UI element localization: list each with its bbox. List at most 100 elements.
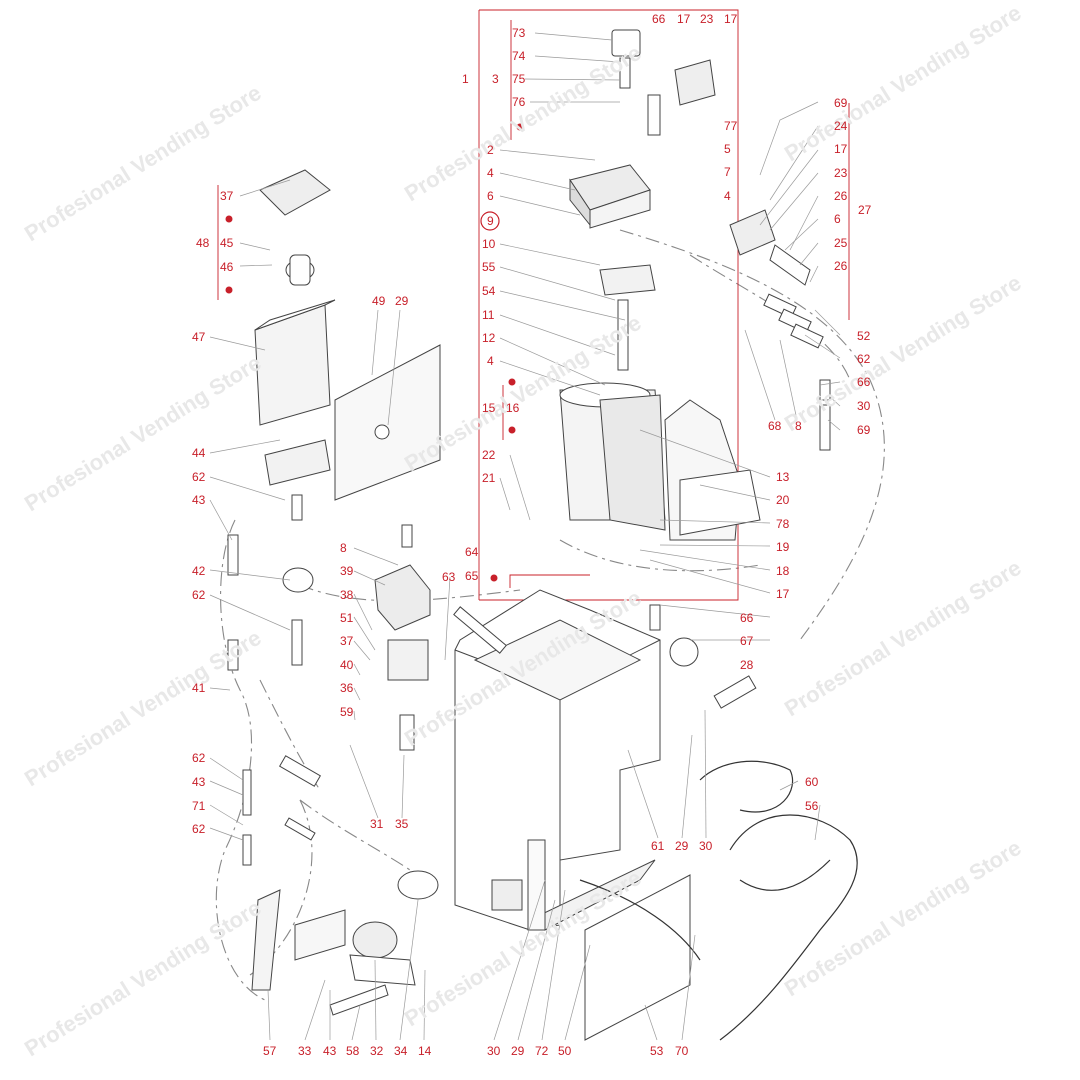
part-label: 29 — [395, 294, 409, 308]
part-label: 50 — [558, 1044, 572, 1058]
lower-pump — [251, 870, 439, 1016]
part-label: 18 — [776, 564, 790, 578]
part-label: 26 — [834, 189, 848, 203]
part-label: 78 — [776, 517, 790, 531]
mounting-plate — [334, 344, 441, 501]
part-label: 27 — [858, 203, 872, 217]
part-label: 77 — [724, 119, 738, 133]
wiring-harness — [579, 760, 858, 1041]
part-label: 22 — [482, 448, 496, 462]
part-label: 23 — [700, 12, 714, 26]
part-label: 71 — [192, 799, 206, 813]
part-label: 54 — [482, 284, 496, 298]
part-label: 57 — [263, 1044, 277, 1058]
part-label: 69 — [857, 423, 871, 437]
part-label: 62 — [857, 352, 871, 366]
part-label: 4 — [487, 166, 494, 180]
part-label: 48 — [196, 236, 210, 250]
part-label: 68 — [768, 419, 782, 433]
part-label: 36 — [340, 681, 354, 695]
leader-lines — [209, 32, 841, 1041]
pump-assembly — [227, 494, 431, 751]
part-label: 4 — [724, 189, 731, 203]
part-label: 63 — [442, 570, 456, 584]
part-label: 56 — [805, 799, 819, 813]
part-label: 46 — [220, 260, 234, 274]
part-label: 41 — [192, 681, 206, 695]
part-label: 76 — [512, 95, 526, 109]
part-label: 10 — [482, 237, 496, 251]
part-label: 47 — [192, 330, 206, 344]
part-label: 53 — [650, 1044, 664, 1058]
part-label: 64 — [465, 545, 479, 559]
part-label: 8 — [340, 541, 347, 555]
part-label: 43 — [192, 493, 206, 507]
highlight-circle-9 — [480, 211, 500, 231]
part-label: 30 — [699, 839, 713, 853]
group-brackets — [217, 9, 850, 601]
part-label: 6 — [487, 189, 494, 203]
part-label: 52 — [857, 329, 871, 343]
part-label: 59 — [340, 705, 354, 719]
part-label: 38 — [340, 588, 354, 602]
part-label: 29 — [675, 839, 689, 853]
part-label: 12 — [482, 331, 496, 345]
part-label: 13 — [776, 470, 790, 484]
part-label: 3 — [492, 72, 499, 86]
part-label: 66 — [652, 12, 666, 26]
part-label: 74 — [512, 49, 526, 63]
part-label: 14 — [418, 1044, 432, 1058]
door-panel — [527, 839, 691, 1041]
part-label: 25 — [834, 236, 848, 250]
group-bullet-dots — [225, 123, 524, 582]
part-label: 62 — [192, 588, 206, 602]
part-label: 72 — [535, 1044, 549, 1058]
part-label: 17 — [724, 12, 738, 26]
tubes — [242, 606, 507, 866]
part-label: 73 — [512, 26, 526, 40]
part-label: 44 — [192, 446, 206, 460]
part-label: 4 — [487, 354, 494, 368]
part-label: 69 — [834, 96, 848, 110]
boiler-assembly — [559, 382, 761, 541]
right-fittings — [649, 209, 831, 709]
part-label: 45 — [220, 236, 234, 250]
part-label: 37 — [340, 634, 354, 648]
part-label: 61 — [651, 839, 665, 853]
part-label: 26 — [834, 259, 848, 273]
part-label: 17 — [677, 12, 691, 26]
part-label: 34 — [394, 1044, 408, 1058]
part-label: 60 — [805, 775, 819, 789]
part-label: 62 — [192, 470, 206, 484]
part-label: 29 — [511, 1044, 525, 1058]
part-label: 65 — [465, 569, 479, 583]
part-label: 24 — [834, 119, 848, 133]
part-label: 67 — [740, 634, 754, 648]
part-label: 5 — [724, 142, 731, 156]
part-label: 23 — [834, 166, 848, 180]
part-label: 75 — [512, 72, 526, 86]
part-label: 43 — [323, 1044, 337, 1058]
part-label: 32 — [370, 1044, 384, 1058]
part-label: 20 — [776, 493, 790, 507]
part-label: 21 — [482, 471, 496, 485]
water-tank — [254, 169, 336, 486]
part-label: 7 — [724, 165, 731, 179]
part-label: 35 — [395, 817, 409, 831]
cabinet-frame — [454, 589, 661, 931]
valve-block — [569, 29, 716, 371]
part-label: 43 — [192, 775, 206, 789]
part-label: 9 — [487, 214, 494, 228]
part-label: 8 — [795, 419, 802, 433]
part-label: 31 — [370, 817, 384, 831]
part-label: 51 — [340, 611, 354, 625]
part-label: 40 — [340, 658, 354, 672]
part-label: 39 — [340, 564, 354, 578]
part-label: 15 — [482, 401, 496, 415]
part-label: 55 — [482, 260, 496, 274]
part-label: 66 — [740, 611, 754, 625]
part-label: 62 — [192, 822, 206, 836]
part-label: 66 — [857, 375, 871, 389]
part-label: 11 — [482, 308, 495, 322]
part-label: 30 — [487, 1044, 501, 1058]
